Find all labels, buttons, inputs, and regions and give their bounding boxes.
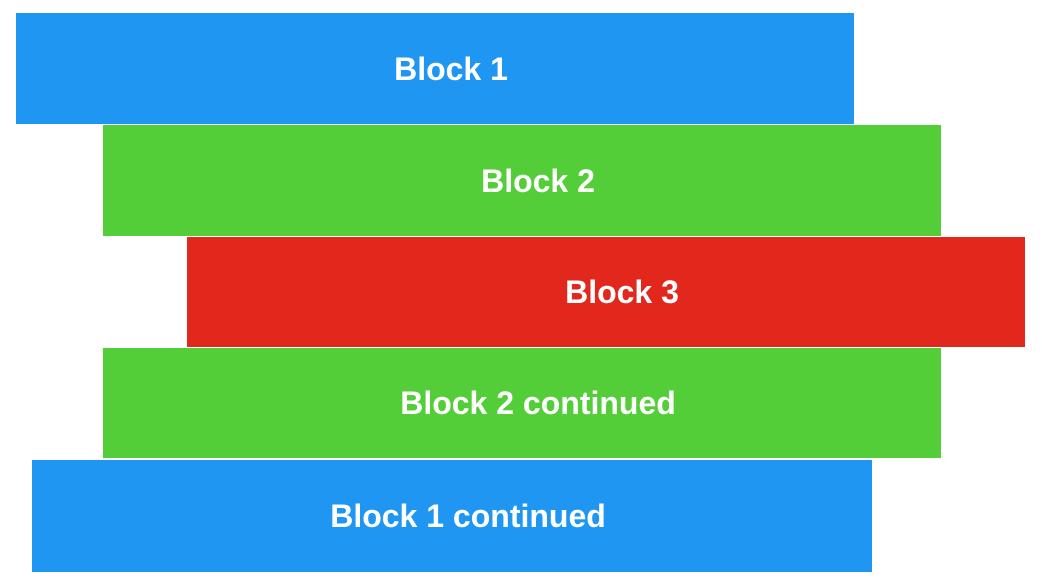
block-label: Block 2 continued bbox=[400, 385, 676, 421]
block-2-continued: Block 2 continued bbox=[103, 348, 941, 458]
block-label: Block 2 bbox=[481, 162, 595, 199]
block-3: Block 3 bbox=[187, 237, 1025, 347]
block-1: Block 1 bbox=[16, 13, 854, 124]
block-label: Block 1 bbox=[394, 50, 508, 87]
block-2: Block 2 bbox=[103, 125, 941, 236]
block-label: Block 1 continued bbox=[330, 498, 606, 534]
block-label: Block 3 bbox=[565, 274, 679, 310]
block-1-continued: Block 1 continued bbox=[32, 460, 872, 572]
